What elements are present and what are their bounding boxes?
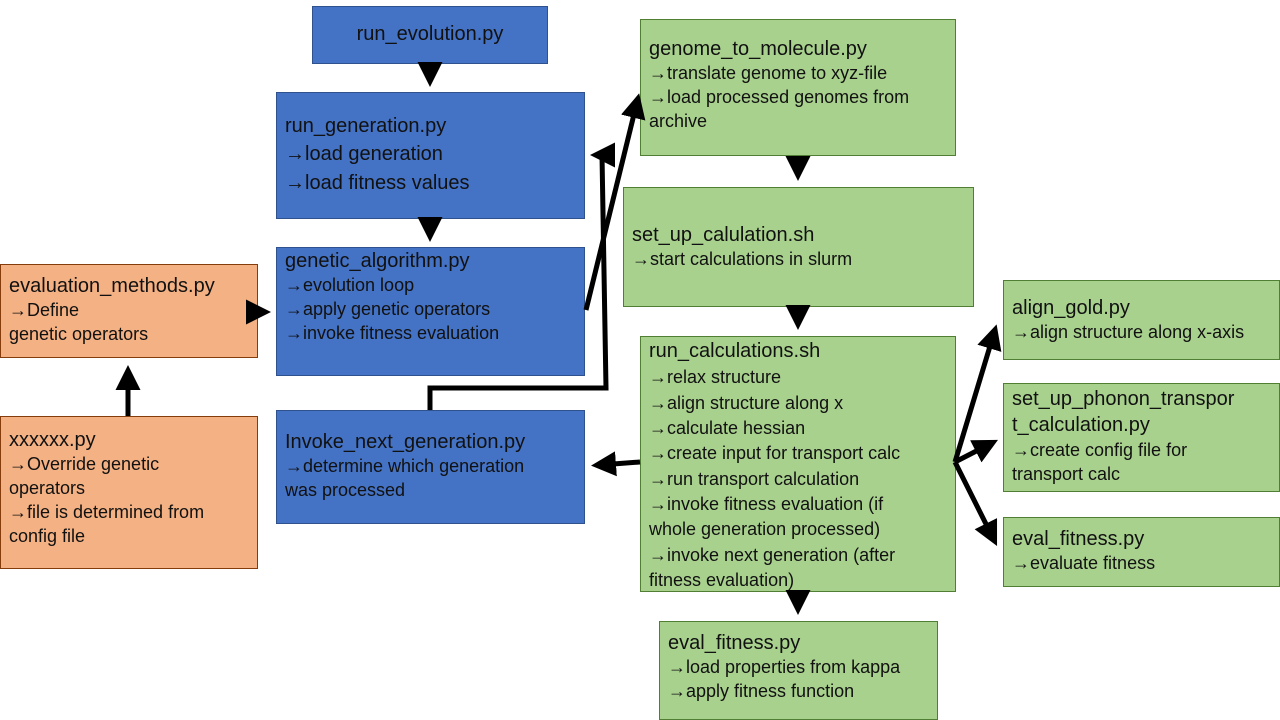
xxxxxx-title: xxxxxx.py bbox=[9, 429, 96, 451]
genome-to-molecule-title: genome_to_molecule.py bbox=[649, 38, 867, 60]
genetic-algorithm-line-1: →evolution loop bbox=[285, 275, 415, 296]
genetic-algorithm-title: genetic_algorithm.py bbox=[285, 250, 470, 272]
genome-to-molecule-box: genome_to_molecule.py →translate genome … bbox=[640, 19, 956, 156]
eval-fitness-bottom-line-1: →load properties from kappa bbox=[668, 657, 901, 678]
eval-fitness-bottom-title: eval_fitness.py bbox=[668, 632, 801, 654]
set-up-phonon-line-2: transport calc bbox=[1012, 463, 1121, 484]
xxxxxx-line-2: operators bbox=[9, 478, 86, 499]
evaluation-methods-box: evaluation_methods.py →Define genetic op… bbox=[0, 264, 258, 358]
set-up-calculation-line-1: →start calculations in slurm bbox=[632, 249, 853, 270]
run-calculations-line-9: fitness evaluation) bbox=[649, 570, 795, 591]
genetic-algorithm-box: genetic_algorithm.py →evolution loop →ap… bbox=[276, 247, 585, 376]
align-gold-line-1: →align structure along x-axis bbox=[1012, 322, 1245, 343]
eval-fitness-right-box: eval_fitness.py →evaluate fitness bbox=[1003, 517, 1280, 587]
run-calculations-line-6: →invoke fitness evaluation (if bbox=[649, 494, 884, 515]
genetic-algorithm-line-3: →invoke fitness evaluation bbox=[285, 322, 500, 343]
run-generation-title: run_generation.py bbox=[285, 115, 447, 137]
run-evolution-box: run_evolution.py bbox=[312, 6, 548, 64]
evaluation-methods-line-1: →Define bbox=[9, 300, 80, 321]
set-up-phonon-title-2: t_calculation.py bbox=[1012, 414, 1150, 437]
arrow-run-calculations-to-eval-fitness-right bbox=[952, 460, 998, 547]
set-up-phonon-line-1: →create config file for bbox=[1012, 439, 1188, 460]
evaluation-methods-title: evaluation_methods.py bbox=[9, 275, 215, 297]
arrow-genetic-algorithm-to-genome-to-molecule bbox=[583, 93, 646, 311]
eval-fitness-right-title: eval_fitness.py bbox=[1012, 528, 1145, 550]
xxxxxx-line-3: →file is determined from bbox=[9, 501, 205, 522]
run-generation-line-2: →load fitness values bbox=[285, 171, 470, 194]
run-calculations-line-4: →create input for transport calc bbox=[649, 443, 901, 464]
xxxxxx-box: xxxxxx.py →Override genetic operators →f… bbox=[0, 416, 258, 569]
evaluation-methods-line-2: genetic operators bbox=[9, 324, 149, 345]
run-calculations-line-1: →relax structure bbox=[649, 367, 782, 388]
run-calculations-line-8: →invoke next generation (after bbox=[649, 544, 896, 565]
invoke-next-generation-box: Invoke_next_generation.py →determine whi… bbox=[276, 410, 585, 524]
set-up-phonon-box: set_up_phonon_transpor t_calculation.py … bbox=[1003, 383, 1280, 492]
run-calculations-box: run_calculations.sh →relax structure →al… bbox=[640, 336, 956, 592]
genome-to-molecule-line-2: →load processed genomes from bbox=[649, 87, 910, 108]
xxxxxx-line-4: config file bbox=[9, 525, 86, 546]
genome-to-molecule-line-3: archive bbox=[649, 110, 708, 131]
set-up-phonon-title: set_up_phonon_transpor bbox=[1012, 388, 1235, 410]
arrow-invoke-next-to-run-generation bbox=[427, 142, 616, 410]
arrow-run-calculations-to-invoke-next bbox=[591, 451, 641, 477]
genome-to-molecule-line-1: →translate genome to xyz-file bbox=[649, 63, 888, 84]
invoke-next-generation-title: Invoke_next_generation.py bbox=[285, 431, 526, 453]
run-calculations-line-3: →calculate hessian bbox=[649, 417, 806, 438]
align-gold-title: align_gold.py bbox=[1012, 297, 1130, 319]
set-up-calculation-box: set_up_calulation.sh →start calculations… bbox=[623, 187, 974, 307]
eval-fitness-right-line-1: →evaluate fitness bbox=[1012, 553, 1156, 574]
xxxxxx-line-1: →Override genetic bbox=[9, 454, 160, 475]
genetic-algorithm-line-2: →apply genetic operators bbox=[285, 299, 491, 320]
align-gold-box: align_gold.py →align structure along x-a… bbox=[1003, 280, 1280, 360]
run-calculations-line-7: whole generation processed) bbox=[649, 519, 881, 540]
run-calculations-line-2: →align structure along x bbox=[649, 392, 844, 413]
invoke-next-generation-line-1: →determine which generation bbox=[285, 456, 525, 477]
eval-fitness-bottom-line-2: →apply fitness function bbox=[668, 681, 855, 702]
run-evolution-title: run_evolution.py bbox=[356, 23, 504, 45]
set-up-calculation-title: set_up_calulation.sh bbox=[632, 224, 815, 246]
invoke-next-generation-line-2: was processed bbox=[285, 480, 406, 501]
arrow-run-calculations-to-align-gold bbox=[952, 324, 1002, 463]
run-calculations-line-5: →run transport calculation bbox=[649, 468, 860, 489]
eval-fitness-bottom-box: eval_fitness.py →load properties from ka… bbox=[659, 621, 938, 720]
run-generation-line-1: →load generation bbox=[285, 143, 443, 166]
run-generation-box: run_generation.py →load generation →load… bbox=[276, 92, 585, 219]
run-calculations-title: run_calculations.sh bbox=[649, 340, 821, 362]
arrow-run-calculations-to-set-up-phonon bbox=[953, 439, 999, 465]
